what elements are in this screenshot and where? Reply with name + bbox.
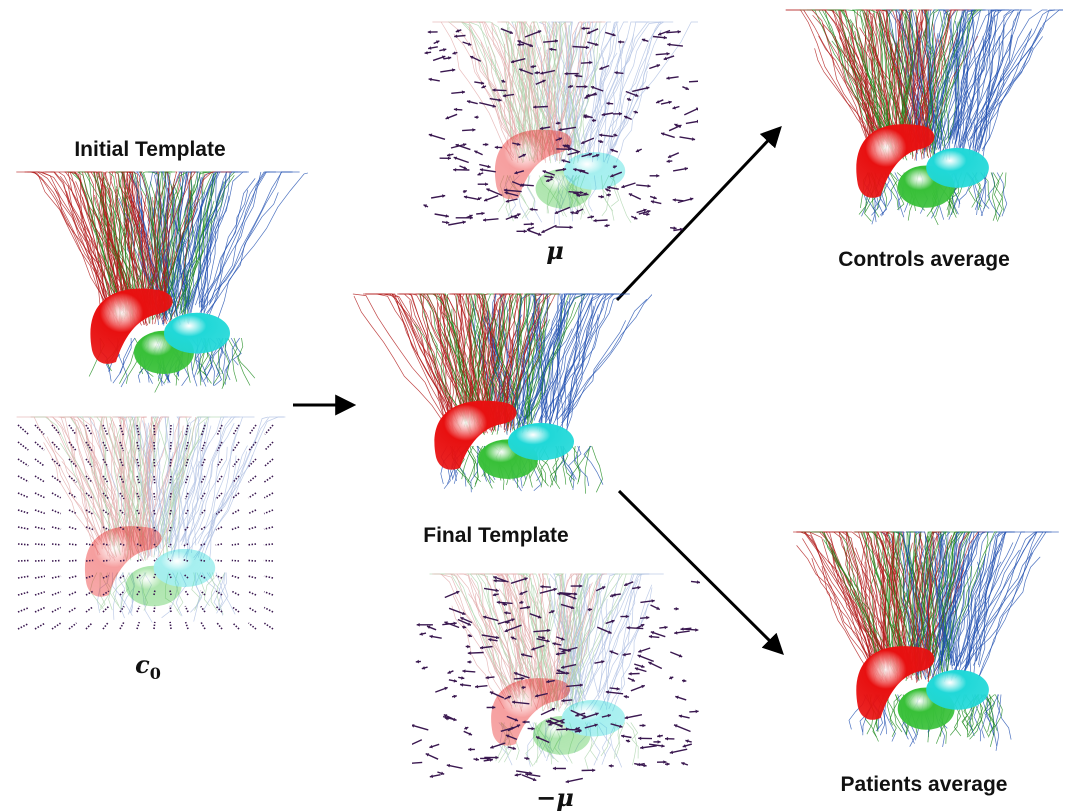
initial-template-brain — [8, 170, 308, 410]
arrow-final-to-patients — [617, 489, 784, 655]
c0-label: c0 — [118, 650, 178, 683]
momentum-vector-field — [423, 26, 698, 236]
neg-mu-label: −μ — [536, 783, 574, 812]
c0-label-subscript: 0 — [149, 663, 161, 683]
subcortical-surfaces — [856, 124, 989, 208]
subcortical-surfaces — [90, 288, 230, 374]
subcortical-surfaces — [434, 400, 574, 479]
patients-average-brain — [778, 530, 1063, 765]
arrow-final-to-controls — [615, 125, 782, 302]
mu-label: μ — [546, 236, 564, 265]
c0-label-base: c — [135, 650, 150, 679]
controls-average-brain — [778, 8, 1063, 243]
neg-mu-field-panel — [412, 572, 700, 787]
initial-template-label: Initial Template — [74, 138, 226, 161]
mu-field-panel — [418, 20, 698, 242]
final-template-label: Final Template — [423, 524, 569, 547]
controls-average-label: Controls average — [838, 248, 1010, 271]
c0-field-panel — [8, 415, 288, 640]
patients-average-label: Patients average — [840, 773, 1008, 796]
subcortical-surfaces — [856, 646, 989, 730]
momentum-vector-field — [412, 576, 700, 784]
c0-vector-field — [17, 424, 274, 630]
subcortical-surfaces — [494, 129, 626, 209]
final-template-brain — [352, 292, 652, 512]
